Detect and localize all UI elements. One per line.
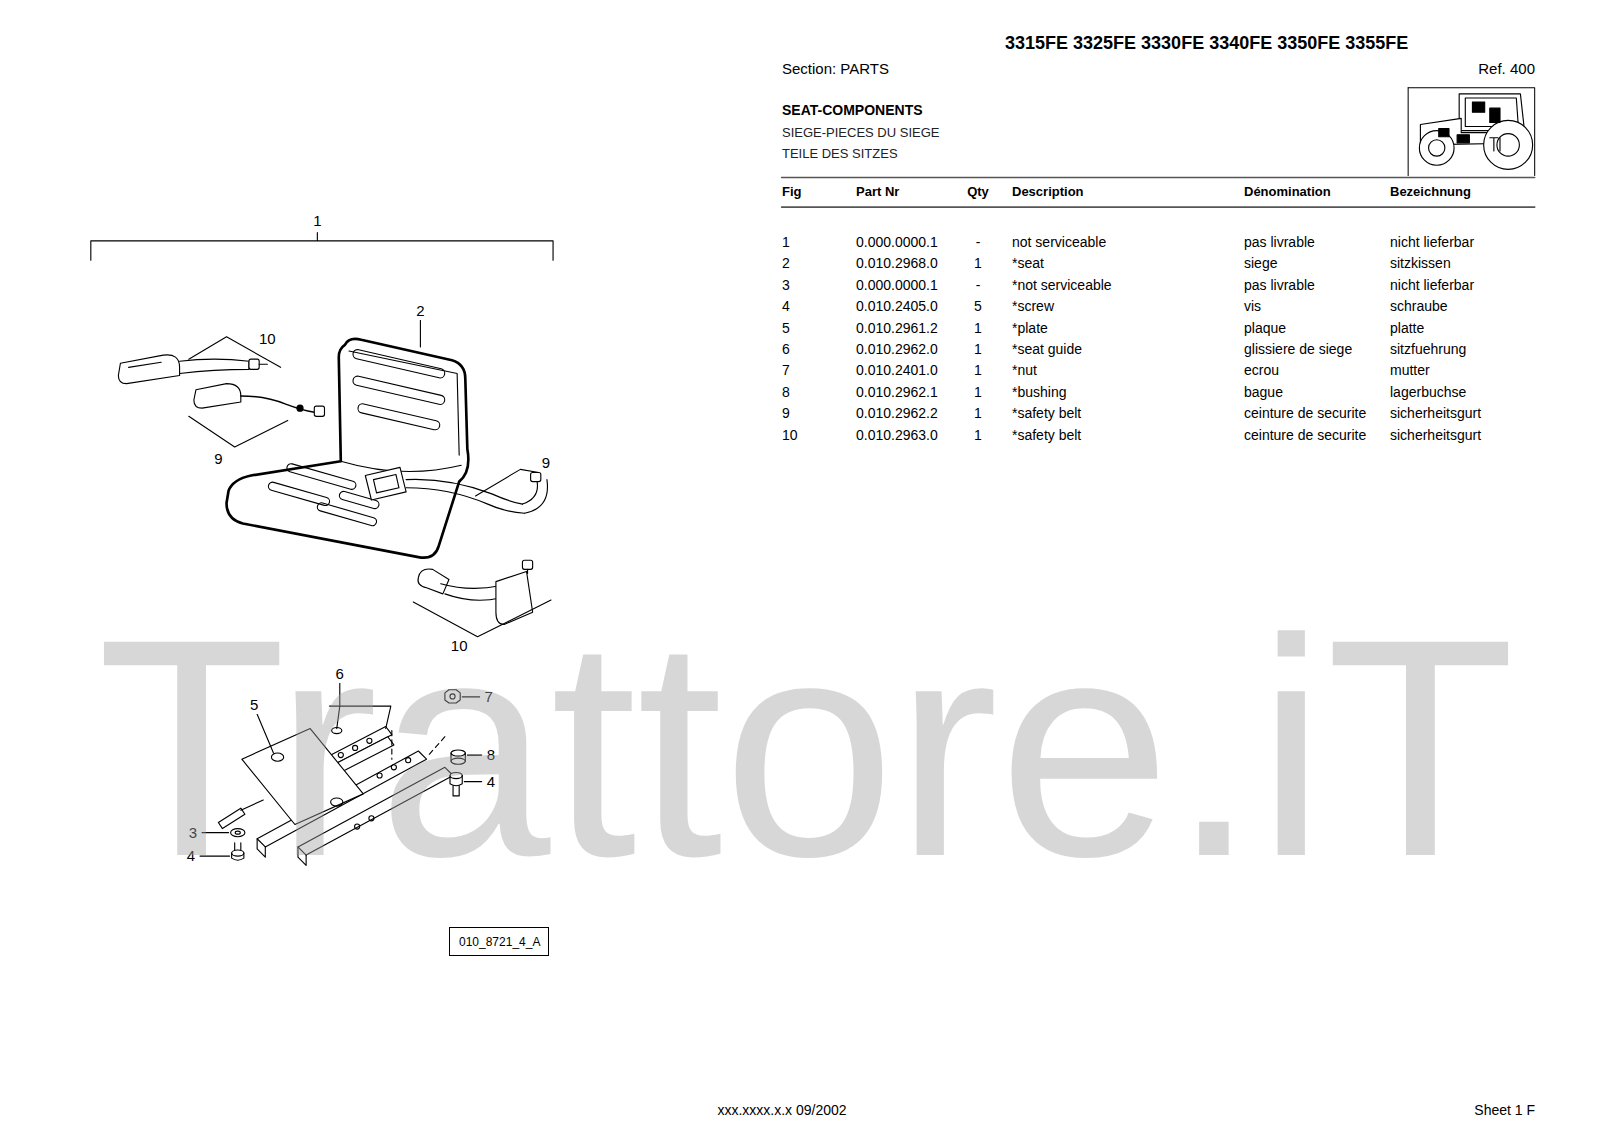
table-cell: 0.010.2962.1 bbox=[856, 383, 938, 400]
table-cell: 0.000.0000.1 bbox=[856, 234, 938, 251]
table-cell: ceinture de securite bbox=[1244, 426, 1366, 443]
table-cell: 0.010.2961.2 bbox=[856, 319, 938, 336]
table-cell: siege bbox=[1244, 255, 1277, 272]
table-cell: 0.010.2962.2 bbox=[856, 405, 938, 422]
section-name: Section: PARTS bbox=[782, 60, 889, 78]
table-cell: *safety belt bbox=[1012, 426, 1081, 443]
table-cell: vis bbox=[1244, 298, 1261, 315]
table-cell: - bbox=[976, 276, 981, 293]
callout-number: 2 bbox=[414, 302, 426, 320]
safety-belt-drawing bbox=[118, 355, 267, 384]
callout-number: 10 bbox=[257, 330, 278, 348]
leader-line bbox=[420, 320, 421, 347]
table-cell: 4 bbox=[782, 298, 790, 315]
footer-code: xxx.xxxx.x.x 09/2002 bbox=[717, 1102, 846, 1119]
table-cell: - bbox=[976, 234, 981, 251]
column-header: Bezeichnung bbox=[1390, 184, 1471, 200]
model-list: 3315FE 3325FE 3330FE 3340FE 3350FE 3355F… bbox=[1005, 33, 1408, 55]
column-header: Qty bbox=[967, 184, 989, 200]
table-cell: 0.010.2962.0 bbox=[856, 341, 938, 358]
table-cell: *plate bbox=[1012, 319, 1048, 336]
table-cell: 1 bbox=[974, 383, 982, 400]
table-cell: *bushing bbox=[1012, 383, 1067, 400]
group-bracket bbox=[91, 233, 553, 261]
table-cell: *seat guide bbox=[1012, 341, 1082, 358]
table-cell: not serviceable bbox=[1012, 234, 1106, 251]
column-header: Fig bbox=[782, 184, 802, 200]
column-header: Description bbox=[1012, 184, 1084, 200]
table-cell: schraube bbox=[1390, 298, 1448, 315]
column-header: Part Nr bbox=[856, 184, 899, 200]
table-cell: sitzkissen bbox=[1390, 255, 1451, 272]
table-cell: glissiere de siege bbox=[1244, 341, 1352, 358]
seat-drawing bbox=[227, 339, 548, 558]
table-cell: 1 bbox=[974, 319, 982, 336]
table-cell: sicherheitsgurt bbox=[1390, 426, 1481, 443]
table-cell: 5 bbox=[782, 319, 790, 336]
subtitle-de: TEILE DES SITZES bbox=[782, 146, 898, 162]
table-cell: 1 bbox=[974, 255, 982, 272]
callout-number: 9 bbox=[212, 450, 224, 468]
watermark: Trattore.iT bbox=[97, 593, 1515, 903]
table-cell: 5 bbox=[974, 298, 982, 315]
callout-number: 9 bbox=[540, 454, 552, 472]
table-rule bbox=[782, 206, 1535, 208]
figure-code: 010_8721_4_A bbox=[459, 935, 539, 949]
section-title: SEAT-COMPONENTS bbox=[782, 102, 923, 119]
table-cell: 1 bbox=[782, 234, 790, 251]
table-cell: 8 bbox=[782, 383, 790, 400]
table-cell: 1 bbox=[974, 362, 982, 379]
table-cell: nicht lieferbar bbox=[1390, 276, 1474, 293]
leader-line bbox=[189, 416, 288, 447]
table-cell: lagerbuchse bbox=[1390, 383, 1466, 400]
table-cell: *nut bbox=[1012, 362, 1037, 379]
table-cell: *safety belt bbox=[1012, 405, 1081, 422]
subtitle-fr: SIEGE-PIECES DU SIEGE bbox=[782, 125, 940, 141]
table-cell: sitzfuehrung bbox=[1390, 341, 1466, 358]
table-cell: 10 bbox=[782, 426, 798, 443]
table-cell: pas livrable bbox=[1244, 234, 1315, 251]
table-cell: ecrou bbox=[1244, 362, 1279, 379]
table-cell: 7 bbox=[782, 362, 790, 379]
table-cell: mutter bbox=[1390, 362, 1430, 379]
table-cell: 1 bbox=[974, 405, 982, 422]
table-cell: platte bbox=[1390, 319, 1424, 336]
table-cell: 0.000.0000.1 bbox=[856, 276, 938, 293]
leader-line bbox=[476, 469, 539, 496]
callout-number: 1 bbox=[311, 212, 323, 230]
safety-belt-drawing bbox=[194, 384, 325, 417]
table-cell: *seat bbox=[1012, 255, 1044, 272]
table-cell: ceinture de securite bbox=[1244, 405, 1366, 422]
table-cell: *not serviceable bbox=[1012, 276, 1112, 293]
table-cell: *screw bbox=[1012, 298, 1054, 315]
table-cell: 1 bbox=[974, 426, 982, 443]
table-cell: sicherheitsgurt bbox=[1390, 405, 1481, 422]
table-cell: 9 bbox=[782, 405, 790, 422]
table-rule bbox=[782, 177, 1535, 179]
table-cell: 1 bbox=[974, 341, 982, 358]
table-cell: nicht lieferbar bbox=[1390, 234, 1474, 251]
sheet-number: Sheet 1 F bbox=[1474, 1102, 1535, 1119]
table-cell: plaque bbox=[1244, 319, 1286, 336]
figure-code-box: 010_8721_4_A bbox=[449, 927, 549, 956]
table-cell: 0.010.2405.0 bbox=[856, 298, 938, 315]
table-cell: 0.010.2963.0 bbox=[856, 426, 938, 443]
table-cell: 0.010.2401.0 bbox=[856, 362, 938, 379]
table-cell: 6 bbox=[782, 341, 790, 358]
table-cell: 2 bbox=[782, 255, 790, 272]
table-cell: 0.010.2968.0 bbox=[856, 255, 938, 272]
tractor-icon bbox=[1408, 88, 1535, 176]
table-cell: bague bbox=[1244, 383, 1283, 400]
table-cell: pas livrable bbox=[1244, 276, 1315, 293]
table-cell: 3 bbox=[782, 276, 790, 293]
column-header: Dénomination bbox=[1244, 184, 1331, 200]
reference-number: Ref. 400 bbox=[1478, 60, 1535, 78]
